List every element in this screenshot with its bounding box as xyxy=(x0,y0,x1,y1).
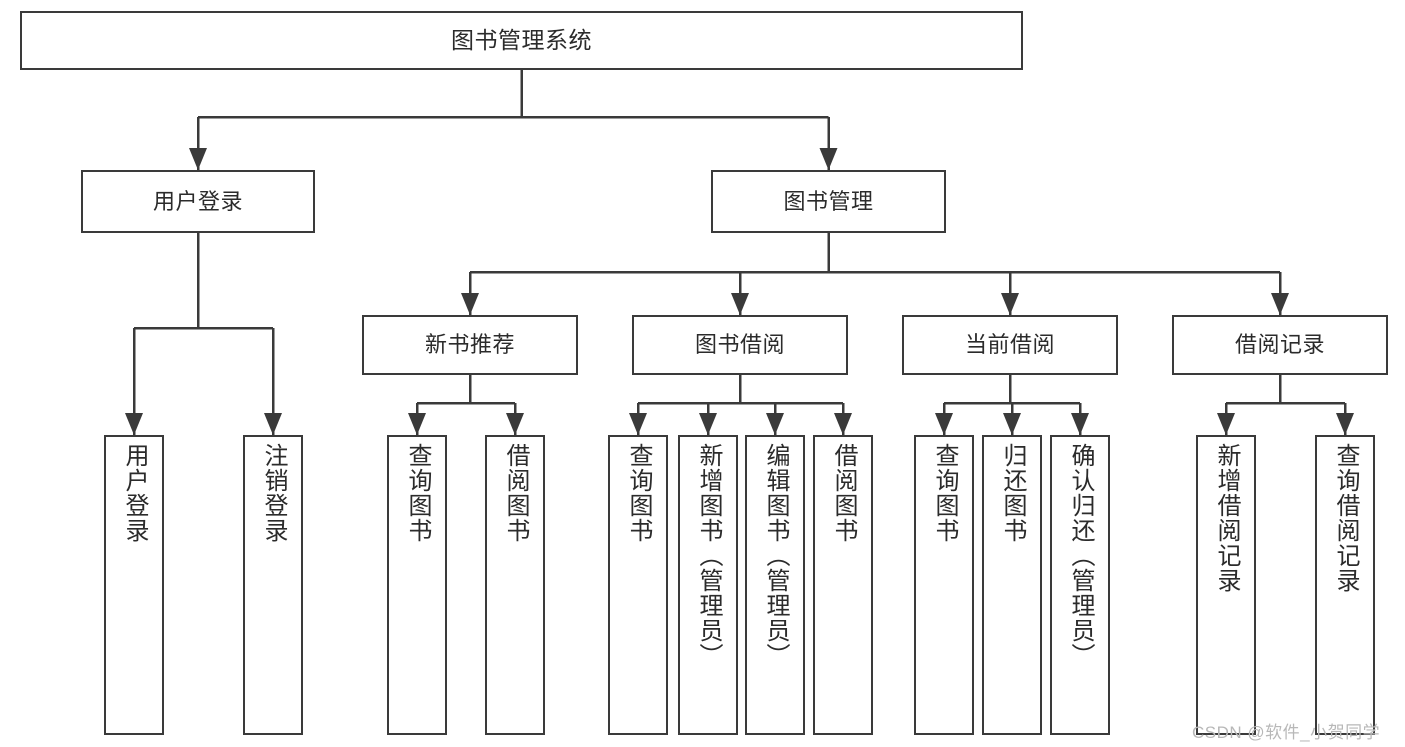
node-borrow[interactable]: 图书借阅 xyxy=(632,315,848,375)
node-current[interactable]: 当前借阅 xyxy=(902,315,1118,375)
node-label: 查询图书 xyxy=(404,443,431,543)
node-bookmgmt[interactable]: 图书管理 xyxy=(711,170,946,233)
node-label: 查询借阅记录 xyxy=(1332,443,1359,593)
node-label: 新增图书（管理员） xyxy=(695,443,722,668)
node-label: 图书借阅 xyxy=(694,332,785,358)
node-leaf-addrec[interactable]: 新增借阅记录 xyxy=(1196,435,1256,735)
node-label: 编辑图书（管理员） xyxy=(762,443,789,668)
node-leaf-return[interactable]: 归还图书 xyxy=(982,435,1042,735)
csdn-watermark: CSDN @软件_小贺同学 xyxy=(1192,723,1381,742)
node-leaf-logout[interactable]: 注销登录 xyxy=(243,435,303,735)
node-login[interactable]: 用户登录 xyxy=(81,170,315,233)
node-label: 归还图书 xyxy=(999,443,1026,543)
node-label: 注销登录 xyxy=(260,443,287,543)
node-label: 查询图书 xyxy=(625,443,652,543)
node-label: 新增借阅记录 xyxy=(1213,443,1240,593)
node-records[interactable]: 借阅记录 xyxy=(1172,315,1388,375)
node-newbook[interactable]: 新书推荐 xyxy=(362,315,578,375)
node-label: 图书管理系统 xyxy=(451,26,592,53)
node-label: 当前借阅 xyxy=(964,332,1055,358)
node-leaf-query2[interactable]: 查询图书 xyxy=(608,435,668,735)
node-root[interactable]: 图书管理系统 xyxy=(20,11,1023,70)
node-label: 借阅记录 xyxy=(1234,332,1325,358)
node-label: 借阅图书 xyxy=(502,443,529,543)
node-leaf-query1[interactable]: 查询图书 xyxy=(387,435,447,735)
node-label: 用户登录 xyxy=(121,443,148,543)
node-leaf-borrow2[interactable]: 借阅图书 xyxy=(813,435,873,735)
node-label: 确认归还（管理员） xyxy=(1067,443,1094,668)
node-leaf-borrow1[interactable]: 借阅图书 xyxy=(485,435,545,735)
node-leaf-query3[interactable]: 查询图书 xyxy=(914,435,974,735)
node-leaf-add[interactable]: 新增图书（管理员） xyxy=(678,435,738,735)
node-label: 查询图书 xyxy=(931,443,958,543)
node-label: 用户登录 xyxy=(152,188,243,214)
node-leaf-confirm[interactable]: 确认归还（管理员） xyxy=(1050,435,1110,735)
node-leaf-login[interactable]: 用户登录 xyxy=(104,435,164,735)
node-label: 新书推荐 xyxy=(424,332,515,358)
node-label: 图书管理 xyxy=(783,188,874,214)
node-label: 借阅图书 xyxy=(830,443,857,543)
node-leaf-edit[interactable]: 编辑图书（管理员） xyxy=(745,435,805,735)
node-leaf-queryrec[interactable]: 查询借阅记录 xyxy=(1315,435,1375,735)
